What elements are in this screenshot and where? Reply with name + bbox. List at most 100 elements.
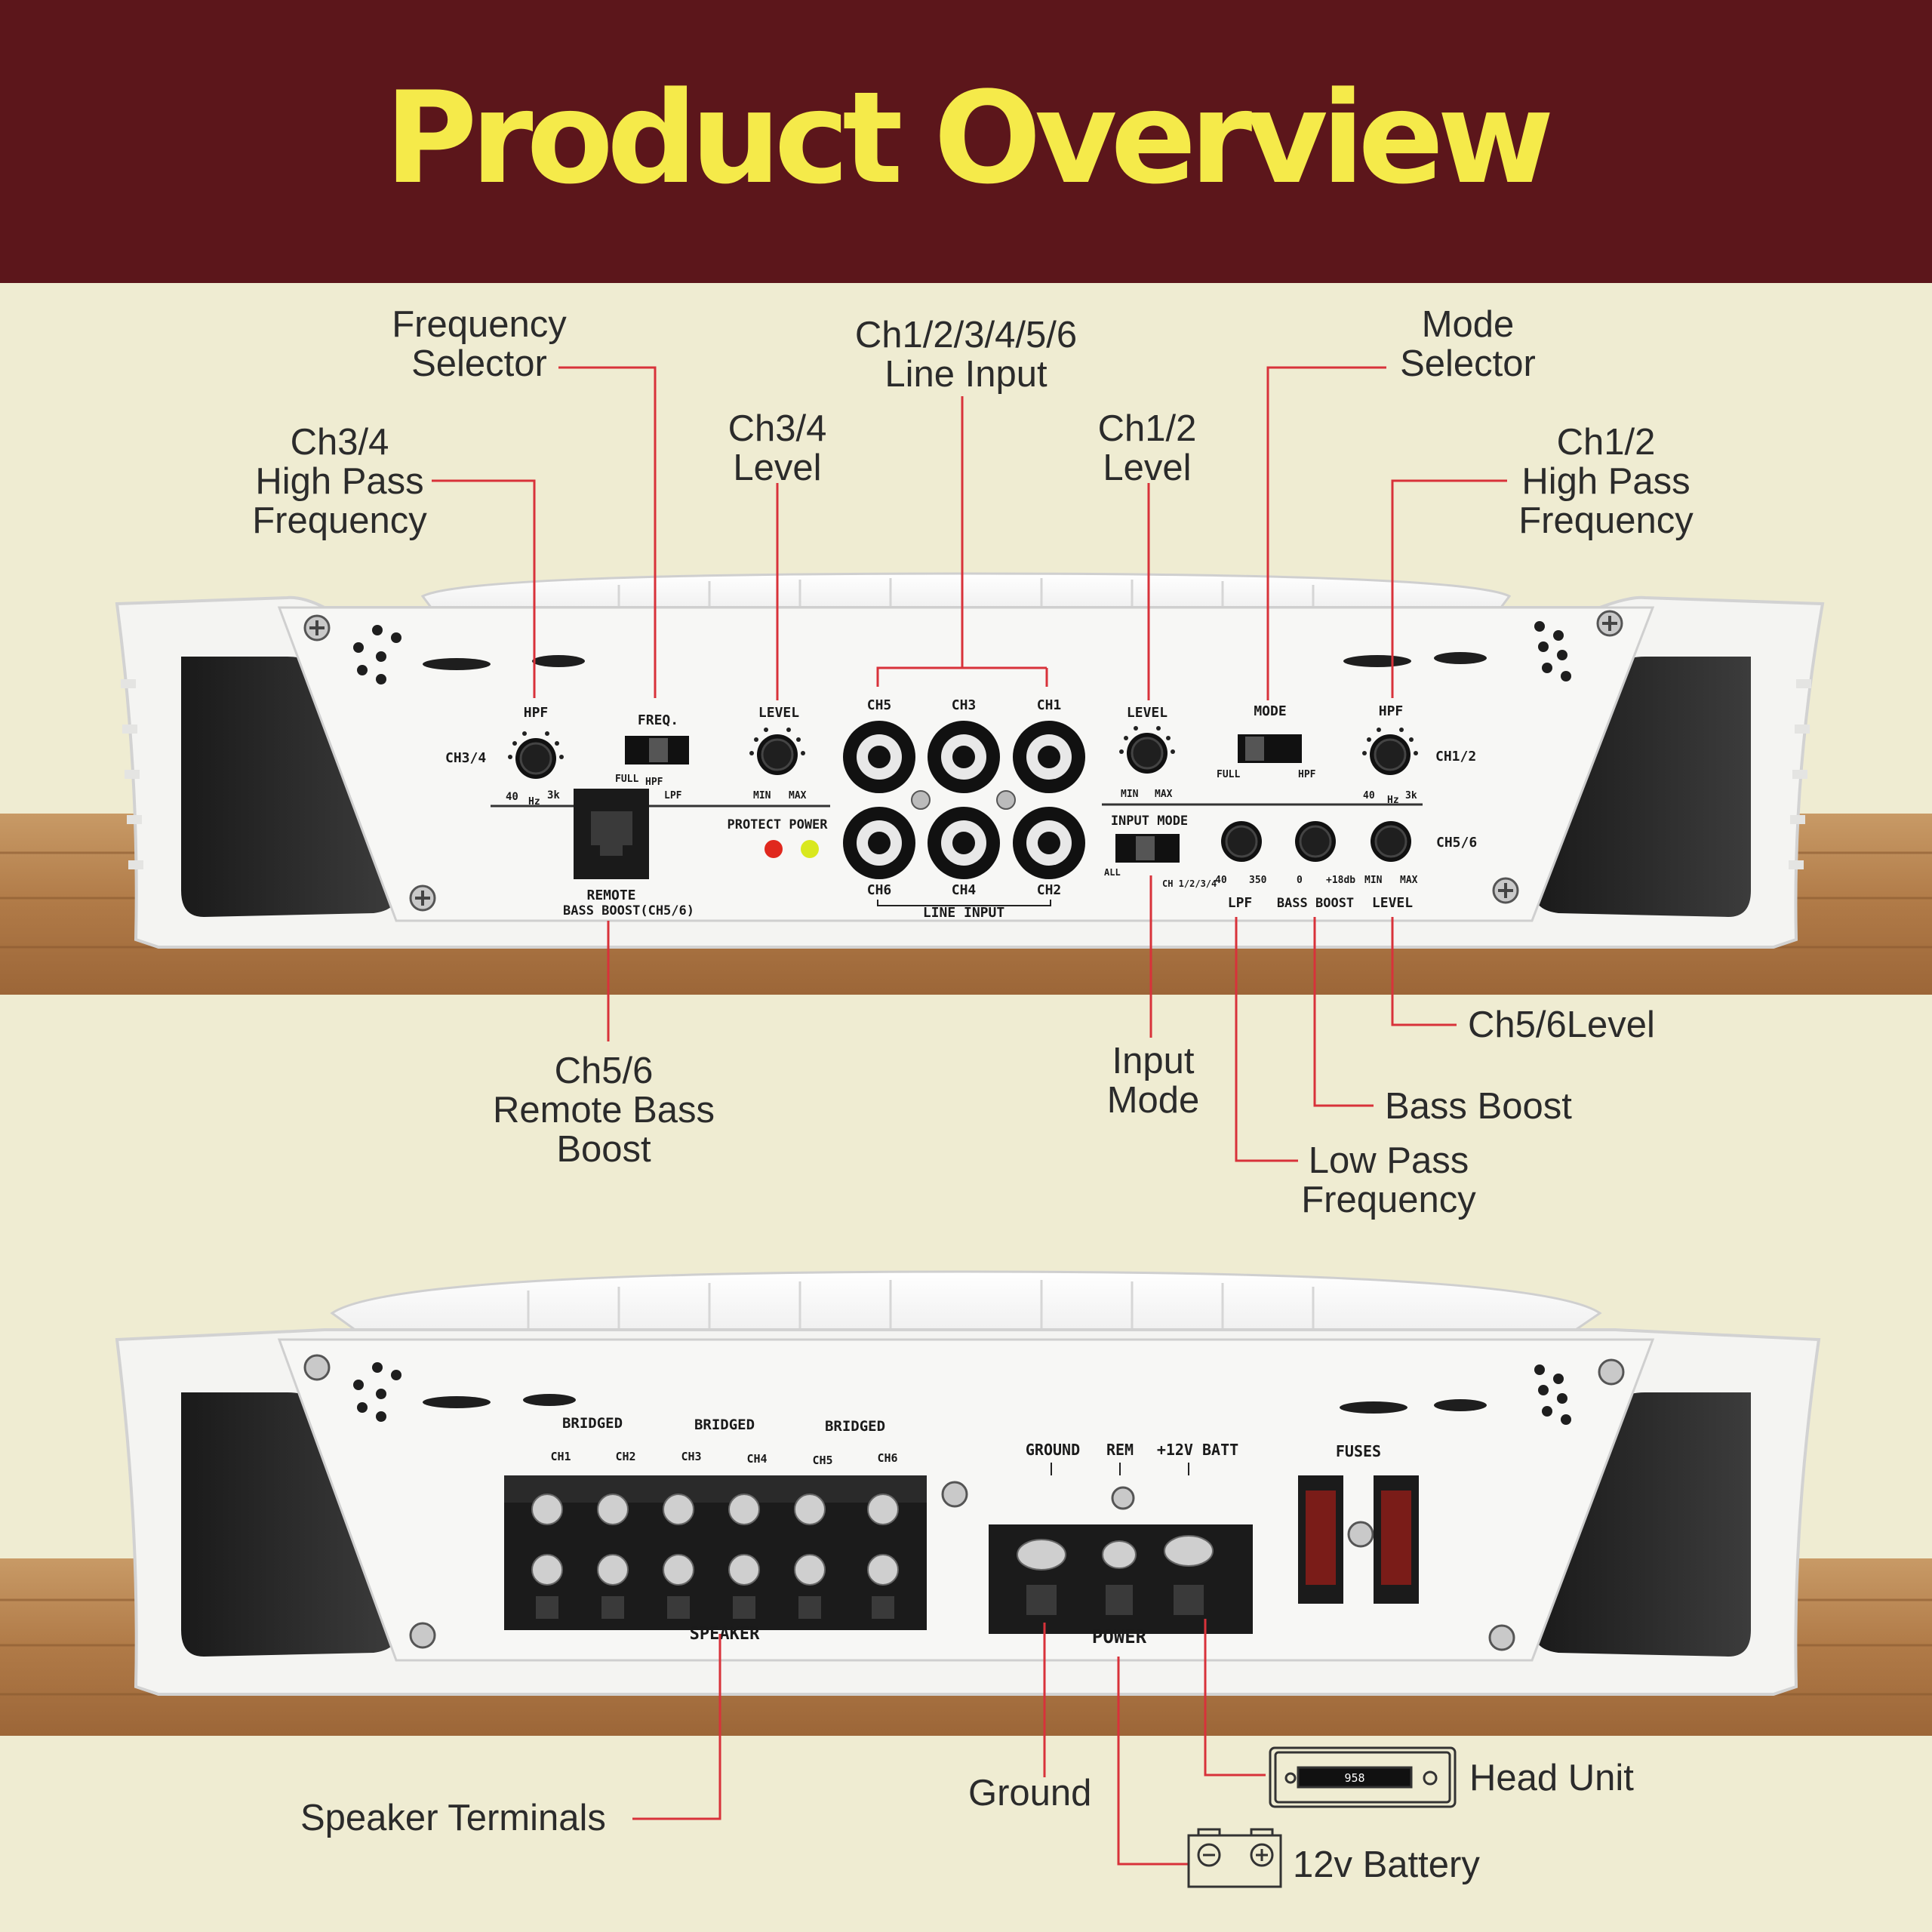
battery-callout: 12v Battery: [1293, 1844, 1480, 1885]
f40-label-right: 40: [1363, 790, 1375, 801]
line-input-callout: Ch1/2/3/4/5/6 Line Input: [854, 315, 1078, 395]
hpf-label-mode: HPF: [1298, 769, 1316, 780]
ch12-level-callout: Ch1/2 Level: [1097, 408, 1197, 488]
ch6-jack-label: CH6: [867, 882, 892, 898]
lpf-knob[interactable]: [1221, 821, 1262, 862]
power-terminal-block[interactable]: [989, 1524, 1253, 1634]
frequency-selector-callout: Frequency Selector: [392, 304, 567, 384]
ch34-label: CH3/4: [445, 750, 486, 766]
ch12-hpf-knob[interactable]: [1370, 734, 1411, 775]
input-mode-callout: Input Mode: [1106, 1041, 1200, 1121]
f3k-label-right: 3k: [1405, 790, 1417, 801]
ch4-jack-label: CH4: [952, 882, 977, 898]
rear-ch3-label: CH3: [681, 1450, 701, 1463]
hpf-label-right: HPF: [1379, 703, 1404, 719]
f350-label: 350: [1249, 875, 1267, 886]
line-input-panel-label: LINE INPUT: [923, 905, 1005, 921]
fuses-label: FUSES: [1336, 1442, 1381, 1460]
ch34-level-knob[interactable]: [757, 734, 798, 775]
hpf-small-label: HPF: [645, 777, 663, 788]
mode-selector-callout: Mode Selector: [1400, 304, 1536, 384]
remote-label: REMOTE: [586, 888, 635, 903]
bridged-label-1: BRIDGED: [562, 1415, 623, 1432]
min-label-ch12: MIN: [1121, 789, 1139, 800]
max-label-ch34: MAX: [789, 790, 807, 801]
speaker-terminal-block[interactable]: [504, 1475, 927, 1630]
front-amplifier: HPF CH3/4 40 Hz 3k FREQ. FULL HPF LPF LE…: [0, 572, 1932, 995]
speaker-terminals-callout: Speaker Terminals: [300, 1798, 606, 1838]
ground-label: GROUND: [1026, 1441, 1080, 1459]
hz-label-right: Hz: [1387, 795, 1399, 806]
level-label-ch12: LEVEL: [1127, 705, 1168, 721]
batt-label: +12V BATT: [1157, 1441, 1238, 1459]
rear-ch6-label: CH6: [877, 1451, 897, 1465]
leader-lines: [432, 366, 1507, 1866]
speaker-label: SPEAKER: [690, 1625, 760, 1644]
frequency-selector-switch[interactable]: [625, 736, 689, 764]
header-banner: Product Overview: [0, 0, 1932, 283]
full-label-freq: FULL: [615, 774, 638, 785]
ch1-jack-label: CH1: [1037, 697, 1062, 713]
level-label-ch34: LEVEL: [758, 705, 799, 721]
bass-boost-label: BASS BOOST: [1277, 896, 1354, 911]
bass-boost-callout: Bass Boost: [1385, 1086, 1572, 1127]
mode-selector-switch[interactable]: [1238, 734, 1302, 763]
ch1234-label: CH 1/2/3/4: [1162, 878, 1217, 889]
low-pass-frequency-callout: Low Pass Frequency: [1301, 1140, 1476, 1220]
hpf-label-left: HPF: [524, 705, 549, 721]
rear-ch2-label: CH2: [615, 1450, 635, 1463]
input-mode-label: INPUT MODE: [1111, 814, 1188, 829]
power-label: POWER: [1092, 1626, 1147, 1647]
full-label-mode: FULL: [1217, 769, 1240, 780]
hz-label-left: Hz: [528, 796, 540, 808]
battery-icon: [1187, 1828, 1282, 1888]
ch34-level-callout: Ch3/4 Level: [728, 408, 827, 488]
lpf-label: LPF: [1228, 895, 1253, 911]
freq-label: FREQ.: [638, 712, 678, 728]
lpf-small-label: LPF: [664, 790, 682, 801]
bass-boost-knob[interactable]: [1295, 821, 1336, 862]
rear-ch4-label: CH4: [746, 1452, 767, 1466]
bridged-label-3: BRIDGED: [825, 1418, 885, 1435]
f40-label-lpf: 40: [1215, 875, 1227, 886]
f40-label-left: 40: [506, 791, 518, 803]
ch56-remote-bass-boost-callout: Ch5/6 Remote Bass Boost: [492, 1051, 715, 1170]
ch5-jack-label: CH5: [867, 697, 892, 713]
min-label-ch34: MIN: [753, 790, 771, 801]
fuse-holders[interactable]: [1298, 1475, 1419, 1604]
rear-ch5-label: CH5: [812, 1454, 832, 1467]
input-mode-switch[interactable]: [1115, 834, 1180, 863]
mode-label: MODE: [1254, 703, 1286, 719]
b18-label: +18db: [1326, 875, 1355, 886]
ch56-label: CH5/6: [1436, 835, 1477, 851]
ch12-label: CH1/2: [1435, 749, 1476, 764]
bass-boost-ch56-label: BASS BOOST(CH5/6): [563, 903, 694, 918]
ch12-hpf-callout: Ch1/2 High Pass Frequency: [1518, 422, 1694, 541]
f3k-label-left: 3k: [547, 789, 560, 801]
page-title: Product Overview: [384, 63, 1554, 212]
line-input-rca-jacks[interactable]: [843, 721, 1085, 879]
ch2-jack-label: CH2: [1037, 882, 1062, 898]
rem-label: REM: [1106, 1441, 1134, 1459]
ground-callout: Ground: [968, 1773, 1092, 1814]
b0-label: 0: [1297, 875, 1303, 886]
power-led: [801, 840, 819, 858]
remote-bass-boost-jack[interactable]: [574, 789, 649, 879]
ch34-hpf-knob[interactable]: [515, 738, 556, 779]
ch56-level-callout: Ch5/6Level: [1468, 1004, 1655, 1045]
all-6ch-label: ALL: [1104, 867, 1121, 878]
ch34-hpf-callout: Ch3/4 High Pass Frequency: [252, 422, 427, 541]
head-unit-display: 958: [1344, 1771, 1364, 1785]
min-label-ch56: MIN: [1364, 875, 1383, 886]
rear-ch1-label: CH1: [550, 1450, 571, 1463]
head-unit-icon: [1269, 1746, 1457, 1808]
max-label-ch12: MAX: [1155, 789, 1173, 800]
protect-power-label: PROTECT POWER: [727, 817, 828, 832]
ch12-level-knob[interactable]: [1127, 733, 1168, 774]
ch3-jack-label: CH3: [952, 697, 977, 713]
head-unit-callout: Head Unit: [1469, 1758, 1634, 1798]
bridged-label-2: BRIDGED: [694, 1417, 755, 1433]
ch56-level-knob[interactable]: [1371, 821, 1411, 862]
